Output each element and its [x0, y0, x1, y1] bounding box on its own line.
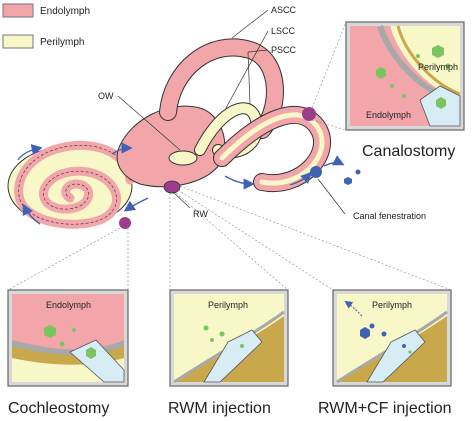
rwm-cf-injection-title: RWM+CF injection	[318, 400, 452, 417]
connector-rwmcf	[177, 189, 334, 291]
rw-label: RW	[193, 209, 208, 219]
canal-fenestration-leader	[317, 178, 346, 215]
connector-cochleostomy	[7, 227, 121, 291]
drug-particle	[344, 177, 352, 185]
legend-perilymph-label: Perilymph	[40, 37, 84, 48]
drug-particle	[355, 169, 361, 175]
rwm-injection-title: RWM injection	[168, 400, 271, 417]
canal-fenestration-site	[310, 166, 322, 178]
rwm-cf-injection-panel: Perilymph RWM+CF injection	[318, 289, 452, 417]
ascc-label: ASCC	[271, 5, 297, 15]
ow-leader	[117, 95, 181, 151]
cochleostomy-endolymph-label: Endolymph	[46, 300, 91, 310]
cochleostomy-panel: Endolymph Cochleostomy	[7, 289, 129, 417]
inner-ear-anatomy: ASCC LSCC PSCC OW RW Canal fenestration	[7, 5, 452, 291]
pscc-leader	[247, 49, 269, 53]
cochleostomy-title: Cochleostomy	[8, 400, 109, 417]
pscc-label: PSCC	[271, 45, 297, 55]
lscc-leader	[225, 30, 269, 109]
rwm-cf-perilymph-label: Perilymph	[372, 300, 412, 310]
legend-perilymph-swatch	[2, 34, 34, 49]
lscc-label: LSCC	[271, 26, 296, 36]
round-window	[163, 180, 181, 194]
rwm-perilymph-label: Perilymph	[208, 300, 248, 310]
canalostomy-site	[302, 107, 316, 121]
canalostomy-perilymph-label: Perilymph	[418, 62, 458, 72]
flow-arrows	[17, 142, 345, 225]
ascc-leader	[231, 9, 269, 39]
canalostomy-title: Canalostomy	[362, 143, 455, 160]
rw-leader	[172, 191, 191, 209]
legend: Endolymph Perilymph	[2, 3, 90, 49]
oval-window	[168, 150, 198, 166]
connector-canalostomy	[311, 21, 347, 109]
ow-label: OW	[98, 91, 114, 101]
legend-endolymph-label: Endolymph	[40, 6, 90, 17]
canalostomy-endolymph-label: Endolymph	[366, 110, 411, 120]
cochleostomy-site	[119, 217, 131, 229]
rwm-injection-panel: Perilymph RWM injection	[168, 289, 289, 417]
canal-fenestration-label: Canal fenestration	[353, 211, 426, 221]
pscc-leader-2	[247, 51, 251, 105]
canalostomy-panel: Perilymph Endolymph Canalostomy	[345, 21, 465, 160]
legend-endolymph-swatch	[2, 3, 34, 18]
